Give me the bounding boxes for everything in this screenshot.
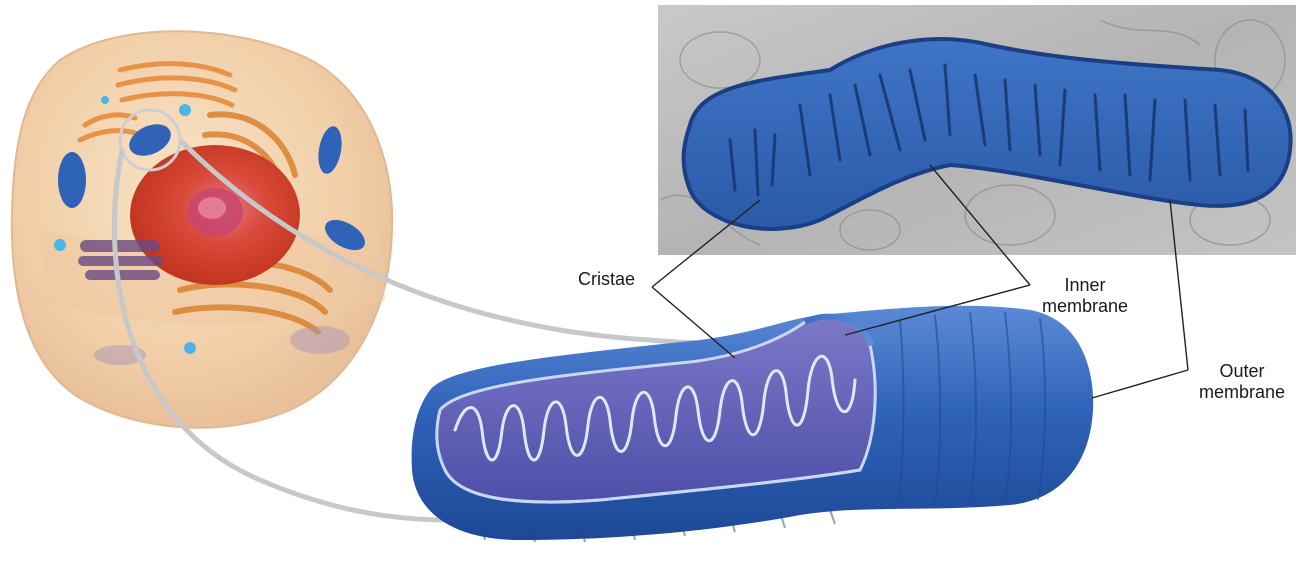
outer-membrane-leader-bottom bbox=[1092, 370, 1188, 398]
label-outer-membrane: Outer membrane bbox=[1192, 361, 1292, 403]
label-inner-membrane: Inner membrane bbox=[1035, 275, 1135, 317]
electron-micrograph bbox=[658, 5, 1296, 255]
mitochondrion-model bbox=[412, 306, 1094, 542]
animal-cell-illustration bbox=[12, 31, 392, 428]
label-cristae: Cristae bbox=[578, 269, 635, 290]
